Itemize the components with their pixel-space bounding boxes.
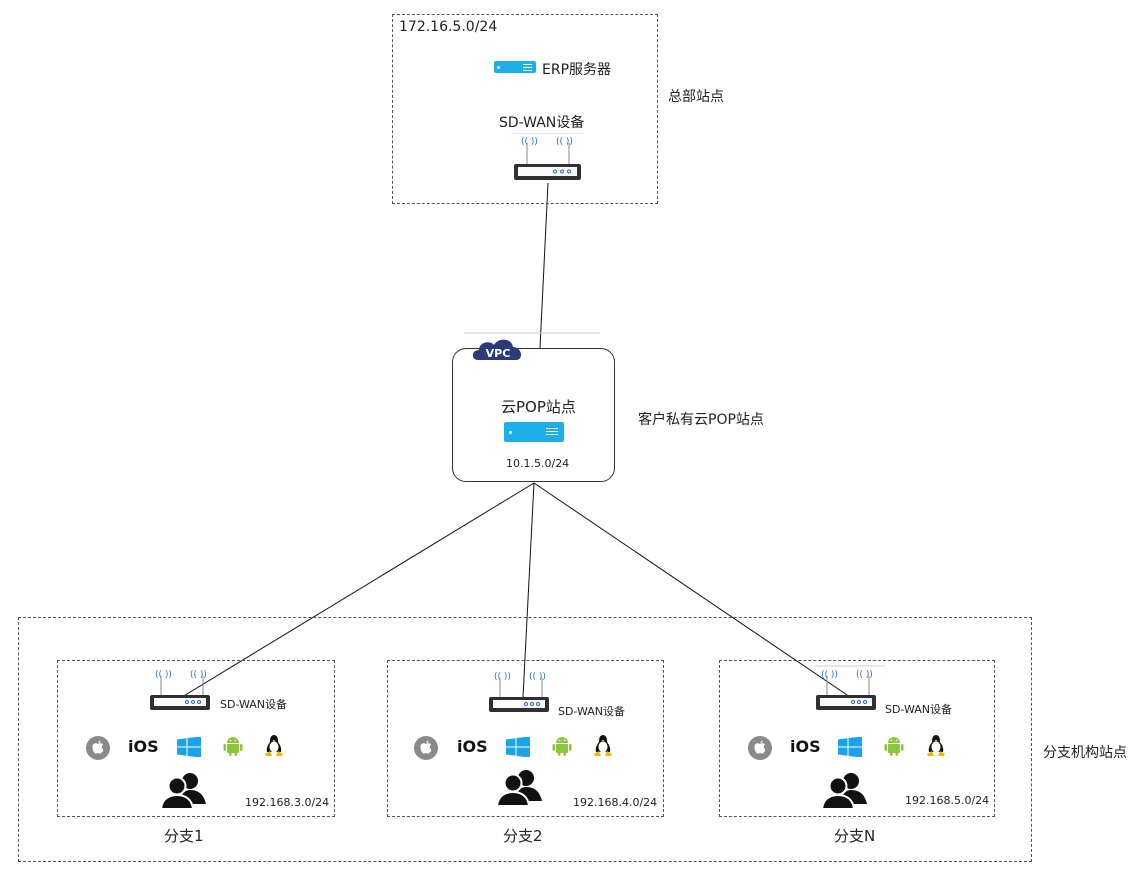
pop-branch2-link: [522, 482, 535, 698]
users-icon: [160, 773, 206, 810]
android-icon: [552, 737, 572, 756]
branch-subnet: 192.168.4.0/24: [573, 796, 658, 809]
windows-icon: [177, 737, 201, 757]
pop-title: 云POP站点: [501, 398, 576, 416]
branch-name: 分支N: [834, 827, 876, 845]
erp-server-label: ERP服务器: [542, 62, 612, 78]
branch-group-box: [18, 617, 1032, 862]
windows-icon: [506, 737, 530, 757]
svg-text:(( )): (( )): [529, 672, 546, 682]
branch-device-label: SD-WAN设备: [558, 705, 626, 718]
branch-subnet: 192.168.5.0/24: [905, 794, 990, 807]
svg-text:(( )): (( )): [821, 670, 838, 680]
users-icon: [496, 770, 542, 807]
branch-device-label: SD-WAN设备: [220, 698, 288, 711]
branch-subnet: 192.168.3.0/24: [245, 796, 330, 809]
svg-text:(( )): (( )): [155, 670, 172, 680]
server-icon: [504, 422, 564, 442]
svg-text:(( )): (( )): [494, 672, 511, 682]
svg-text:(( )): (( )): [521, 137, 538, 147]
windows-icon: [838, 737, 862, 757]
android-icon: [223, 737, 243, 756]
svg-text:(( )): (( )): [856, 670, 873, 680]
pop-branchN-link: [533, 482, 851, 698]
hq-site-box: [392, 14, 658, 204]
hq-subnet: 172.16.5.0/24: [399, 19, 498, 35]
linux-icon: [265, 735, 283, 756]
server-icon: [494, 61, 536, 73]
apple-icon: [748, 736, 772, 760]
users-icon: [821, 773, 867, 810]
router-icon: (( )) (( )): [150, 670, 210, 710]
branch-name: 分支2: [503, 827, 543, 845]
branch-box: [57, 660, 335, 817]
pop-subnet: 10.1.5.0/24: [506, 457, 570, 470]
branch-box: [387, 660, 664, 817]
branch-box: [719, 660, 995, 817]
ios-icon: iOS: [790, 737, 821, 756]
ios-icon: iOS: [128, 737, 159, 756]
cloud-pop-box: [452, 348, 615, 482]
branch-name: 分支1: [164, 827, 204, 845]
branch-device-label: SD-WAN设备: [885, 703, 953, 716]
linux-icon: [594, 735, 612, 756]
router-icon: (( )) (( )): [513, 133, 583, 180]
branch-group-label: 分支机构站点: [1043, 745, 1127, 761]
router-icon: (( )) (( )): [815, 665, 885, 710]
android-icon: [884, 737, 904, 756]
vpc-badge: VPC: [486, 347, 511, 360]
hq-pop-link: [539, 182, 549, 349]
hq-device-label: SD-WAN设备: [499, 115, 585, 131]
pop-branch1-link: [181, 482, 535, 698]
apple-icon: [414, 736, 438, 760]
pop-side-label: 客户私有云POP站点: [638, 412, 764, 428]
ios-icon: iOS: [457, 737, 488, 756]
svg-text:(( )): (( )): [190, 670, 207, 680]
cloud-icon: VPC: [472, 339, 522, 360]
router-icon: (( )) (( )): [489, 672, 549, 712]
linux-icon: [927, 735, 945, 756]
apple-icon: [86, 736, 110, 760]
hq-site-label: 总部站点: [668, 89, 724, 105]
svg-text:(( )): (( )): [556, 137, 573, 147]
